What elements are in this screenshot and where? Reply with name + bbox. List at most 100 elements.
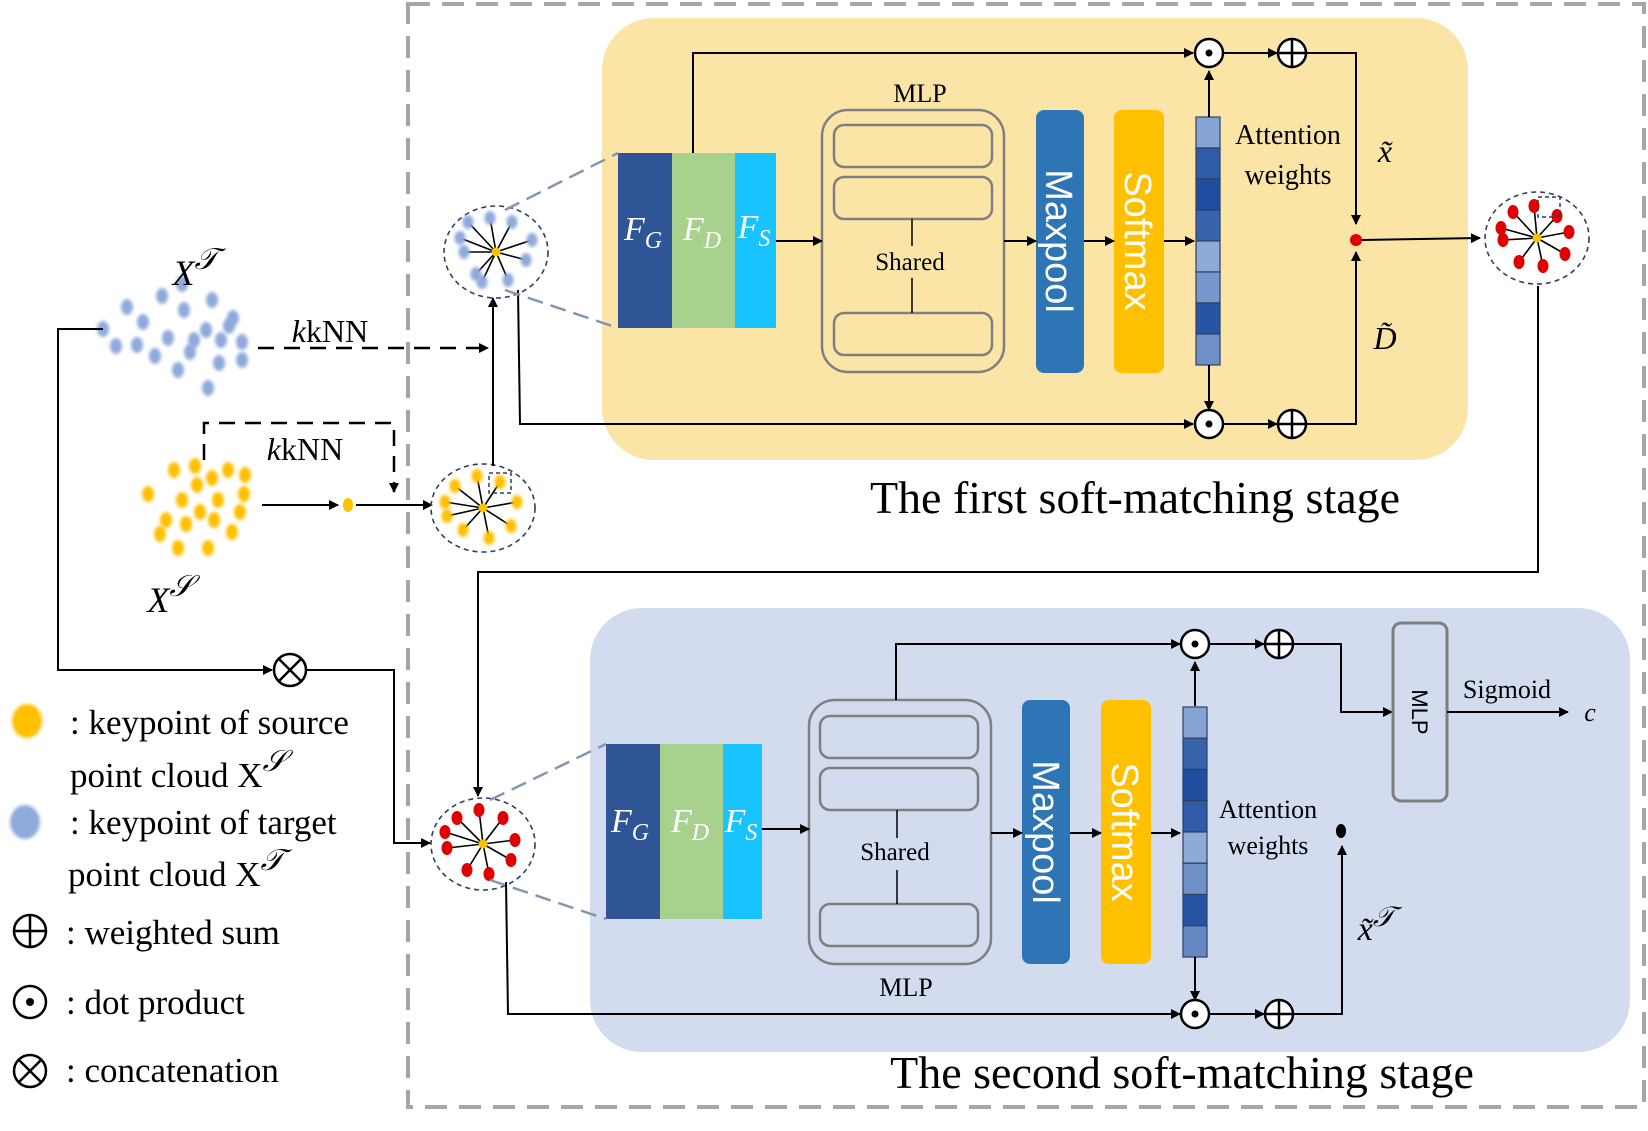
stage2-mlp-layer-2 <box>818 766 980 812</box>
legend-source-line2: point cloud X𝒮 <box>70 745 293 795</box>
neighbor-point <box>483 867 495 881</box>
attention-cell <box>1182 893 1208 927</box>
neighborhood-boundary <box>430 463 536 553</box>
target-cloud-label: X𝒯 <box>171 243 227 293</box>
attention-cell <box>1195 147 1221 180</box>
stage2-attention-line2: weights <box>1228 831 1309 860</box>
stage2-output-c: c <box>1584 698 1596 727</box>
source-keypoint <box>238 486 250 502</box>
knn-bottom-label: kkNN <box>267 431 343 467</box>
neighbor-point <box>505 853 517 867</box>
source-neighborhood-highlight <box>488 472 512 494</box>
neighbor-point <box>502 273 514 287</box>
source-cloud-label: X𝒮 <box>145 570 200 620</box>
stage2-fd-block <box>660 744 723 919</box>
stage1-output-highlight <box>1537 196 1561 218</box>
target-keypoint <box>236 352 248 368</box>
target-keypoint <box>213 355 225 371</box>
attention-cell <box>1182 800 1208 833</box>
source-keypoint <box>222 462 234 478</box>
target-keypoint <box>188 332 200 348</box>
target-keypoint <box>172 362 184 378</box>
stage2-fs-block <box>723 744 762 919</box>
neighbor-point <box>1537 259 1549 273</box>
neighbor-point <box>458 245 470 259</box>
outer-dashed-frame <box>406 2 1646 1109</box>
neighbor-point <box>462 215 474 229</box>
stage2-maxpool-block <box>1022 700 1070 964</box>
neighbor-point <box>449 479 461 493</box>
legend: : keypoint of source point cloud X𝒮 : ke… <box>10 703 349 1090</box>
neighborhood-center <box>478 503 488 513</box>
stage1-x-tilde: x̃ <box>1377 133 1393 169</box>
source-keypoint <box>168 462 180 478</box>
neighbor-point <box>509 833 521 847</box>
neighbor-point <box>1551 209 1563 223</box>
attention-cell <box>1182 831 1208 864</box>
stage1-matched-point <box>1350 234 1362 246</box>
target-keypoint <box>202 380 214 396</box>
neighbor-point <box>526 233 538 247</box>
neighbor-point <box>1559 247 1571 261</box>
source-keypoint <box>208 512 220 528</box>
stage1-shared-label: Shared <box>875 249 945 276</box>
neighbor-point <box>441 509 453 523</box>
target-keypoint <box>110 338 122 354</box>
stage2-sigmoid-label: Sigmoid <box>1463 675 1551 704</box>
stage2-softmax-label: Softmax <box>1103 762 1145 901</box>
neighborhood-center <box>1532 233 1542 243</box>
target-keypoint <box>131 337 143 353</box>
target-keypoint <box>223 318 235 334</box>
stage2-fs-label: FS <box>724 803 758 846</box>
neighbor-point <box>439 825 451 839</box>
stage2-fg-label: FG <box>610 803 649 846</box>
knn-top-label: kkNN <box>292 313 368 349</box>
neighborhood-center <box>491 247 501 257</box>
legend-target-swatch <box>10 805 40 839</box>
source-keypoint <box>191 477 203 493</box>
target-keypoint <box>178 302 190 318</box>
stage1-attention-line1: Attention <box>1235 120 1341 151</box>
target-keypoint <box>162 330 174 346</box>
source-keypoint <box>160 512 172 528</box>
target-neighborhood-group <box>443 205 549 299</box>
stage2-mlp-layer-1 <box>818 714 980 760</box>
neighbor-point <box>483 531 495 545</box>
target-keypoint <box>206 292 218 308</box>
stage2-fd-label: FD <box>670 803 709 846</box>
stage2-title: The second soft-matching stage <box>890 1047 1474 1098</box>
target-point-cloud <box>97 276 248 396</box>
source-keypoint <box>172 540 184 556</box>
attention-cell <box>1195 302 1221 335</box>
stage1-maxpool-block <box>1036 110 1084 373</box>
target-keypoint <box>215 332 227 348</box>
stage1-softmax-block <box>1114 110 1164 373</box>
target-keypoint <box>184 344 196 360</box>
attention-cell <box>1195 116 1221 149</box>
neighbor-point <box>451 811 463 825</box>
attention-cell <box>1195 271 1221 304</box>
legend-source-swatch <box>12 704 42 738</box>
attention-cell <box>1182 768 1208 802</box>
attention-cell <box>1195 178 1221 211</box>
legend-dot-product-label: : dot product <box>66 983 245 1022</box>
attention-cell <box>1182 737 1208 771</box>
neighborhood-boundary <box>1484 191 1590 285</box>
stage2-group: FG FD FS Shared MLP Maxpool Softmax Atte… <box>606 621 1596 1030</box>
stage1-fg-label: FG <box>623 211 662 254</box>
neighbor-point <box>1563 225 1575 239</box>
neighbor-point <box>1507 205 1519 219</box>
stage2-maxpool-label: Maxpool <box>1024 760 1066 904</box>
source-point-cloud <box>142 458 251 556</box>
stage2-shared-label: Shared <box>860 839 930 866</box>
neighbor-point <box>441 841 453 855</box>
neighbor-point <box>1528 199 1540 213</box>
neighbor-point <box>457 523 469 537</box>
source-query-keypoint <box>343 498 353 512</box>
neighbor-point <box>1513 255 1525 269</box>
stage2-mlp-layer-3 <box>818 902 980 948</box>
source-keypoint <box>206 470 218 486</box>
legend-source-line1: : keypoint of source <box>70 703 349 742</box>
stage2-output-point <box>1336 824 1346 838</box>
